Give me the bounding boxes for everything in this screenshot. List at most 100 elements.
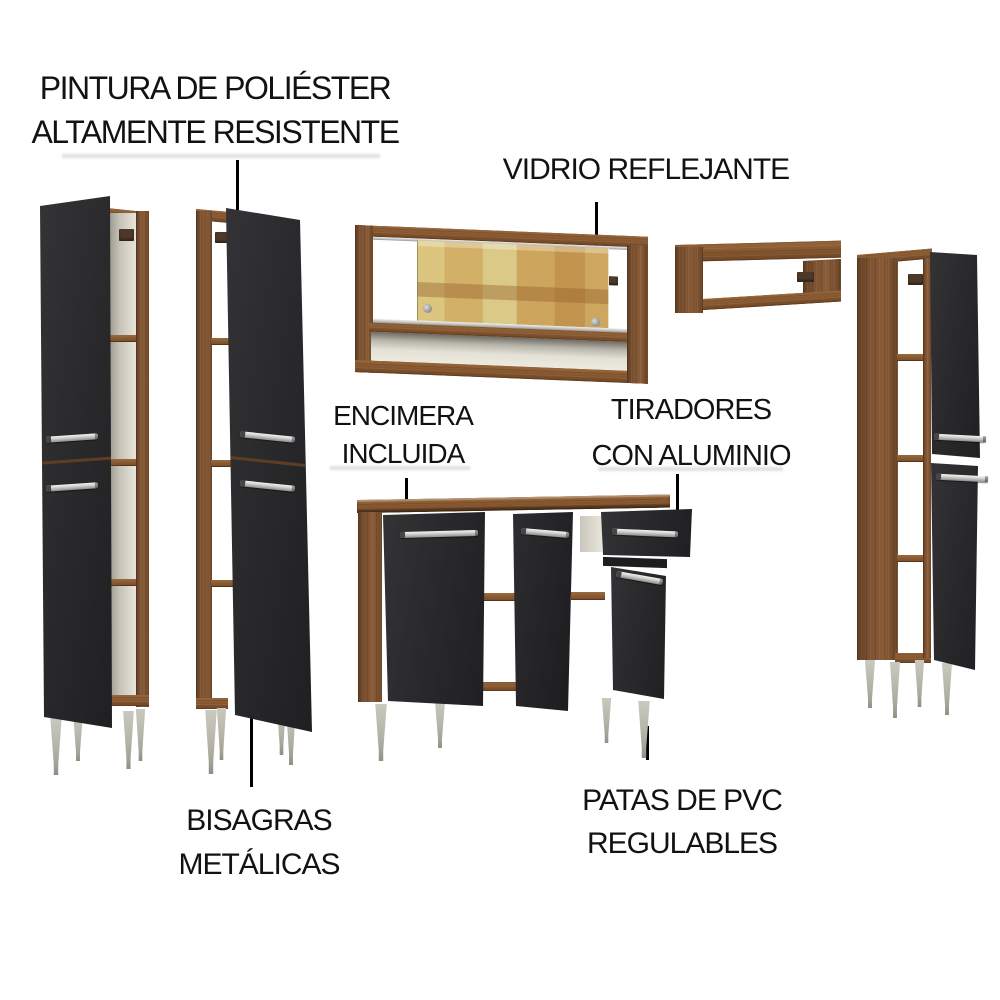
cabinet1-hinge-bracket [119, 229, 134, 241]
cabinet6-shelf [897, 455, 926, 462]
artifact-line-1 [62, 154, 380, 158]
cabinet2-leg [276, 705, 287, 755]
cabinet6-leg [864, 660, 876, 708]
cabinet6-shelf [897, 354, 926, 361]
base-cabinet-handle [399, 529, 479, 539]
cabinet1-bottom-edge [109, 695, 149, 706]
base-cabinet-leg [375, 704, 387, 761]
callout-pintura-line1: PINTURA DE POLIÉSTER [39, 70, 392, 106]
small-cabinet-side-panel [675, 247, 703, 313]
base-cabinet-leg [638, 701, 650, 758]
base-cabinet-right-door [611, 567, 666, 699]
cabinet1-door-split [41, 456, 112, 465]
tall-cabinet-left-2 [195, 200, 315, 785]
callout-vidrio-line1: VIDRIO REFLEJANTE [502, 153, 790, 186]
cabinet6-shelf [897, 555, 926, 562]
cabinet6-bottom-edge [895, 653, 931, 663]
cabinet6-leg [889, 662, 901, 718]
callout-tiradores: TIRADORES CON ALUMINIO [588, 387, 794, 479]
wall-cabinet-glass [355, 224, 650, 392]
pointer-line-patas [646, 726, 649, 760]
drawer-front-open [601, 509, 692, 557]
cabinet2-door-black [226, 208, 312, 732]
base-cabinet-side-panel [358, 512, 382, 702]
cabinet2-handle [239, 431, 296, 443]
cabinet1-side-rail [136, 211, 149, 707]
countertop [357, 494, 670, 513]
cabinet6-right-rail [923, 258, 931, 658]
cabinet6-side-panel [857, 258, 898, 660]
tall-cabinet-left-1 [35, 195, 150, 785]
pointer-line-encimera [405, 478, 408, 509]
drawer-handle [611, 528, 679, 538]
cabinet1-handle [45, 433, 99, 443]
glass-cabinet-interior-left [373, 240, 421, 320]
wall-cabinet-small [675, 240, 845, 325]
drawer-cavity-shadow [603, 556, 667, 569]
glass-door-knob [423, 303, 432, 314]
base-cabinet-handle [520, 527, 570, 539]
cabinet1-shelf [109, 579, 138, 586]
cabinet1-shelf [109, 459, 138, 466]
cabinet1-leg [123, 711, 134, 769]
tall-cabinet-right [855, 248, 989, 720]
cabinet1-shelf [109, 335, 138, 342]
cabinet6-lower-door [931, 463, 978, 670]
cabinet1-handle [45, 482, 99, 492]
cabinet2-shelf [211, 580, 234, 587]
callout-patas-line1: PATAS DE PVC [582, 784, 783, 817]
glass-door-knob [591, 317, 600, 327]
cabinet2-shelf [211, 338, 234, 345]
cabinet1-interior [109, 213, 136, 703]
callout-encimera-line1: ENCIMERA [333, 400, 474, 431]
cabinet2-handle [239, 480, 296, 492]
callout-pintura: PINTURA DE POLIÉSTER ALTAMENTE RESISTENT… [15, 66, 415, 154]
callout-patas-line2: REGULABLES [586, 827, 778, 860]
cabinet2-leg [216, 708, 227, 760]
callout-bisagras: BISAGRAS METÁLICAS [159, 799, 359, 887]
cabinet1-leg [135, 709, 146, 761]
drawer-box-side [580, 516, 602, 552]
callout-bisagras-line2: METÁLICAS [178, 848, 340, 881]
artifact-line-3 [598, 467, 783, 471]
pointer-line-vidrio [595, 202, 598, 252]
glass-sliding-door [417, 240, 609, 329]
callout-bisagras-line1: BISAGRAS [186, 804, 332, 837]
callout-vidrio: VIDRIO REFLEJANTE [496, 151, 796, 189]
small-cabinet-bracket [797, 272, 814, 282]
callout-encimera: ENCIMERA INCLUIDA [303, 397, 503, 473]
cabinet6-upper-door [930, 252, 980, 458]
callout-tiradores-line1: TIRADORES [610, 394, 772, 426]
glass-cabinet-right-rail [627, 244, 648, 384]
cabinet2-leg [205, 710, 217, 774]
callout-tiradores-line2: CON ALUMINIO [591, 440, 791, 472]
base-cabinet-with-counter [355, 494, 700, 768]
cabinet2-shelf [211, 460, 234, 467]
artifact-line-2 [330, 466, 470, 470]
base-cabinet-interior-bottom [482, 682, 520, 691]
cabinet2-hinge-bracket [215, 232, 228, 243]
base-cabinet-handle [615, 570, 664, 586]
cabinet2-leg [285, 707, 297, 765]
cabinet1-leg [72, 713, 84, 761]
cabinet2-door-split [229, 455, 307, 468]
pointer-line-bisagras [250, 701, 253, 787]
base-cabinet-shelf [480, 593, 522, 601]
base-cabinet-leg [601, 698, 612, 743]
cabinet1-leg [50, 717, 62, 775]
cabinet6-leg [914, 660, 925, 707]
callout-encimera-line2: INCLUIDA [341, 438, 466, 469]
base-cabinet-left-door [383, 512, 485, 706]
base-cabinet-center-door [513, 512, 573, 711]
cabinet1-door-black [40, 196, 112, 728]
cabinet2-bottom-edge [196, 698, 228, 709]
callout-patas: PATAS DE PVC REGULABLES [582, 779, 783, 865]
pointer-line-pintura [236, 160, 239, 222]
base-cabinet-leg [434, 701, 446, 748]
cabinet6-leg [941, 663, 953, 715]
base-cabinet-shelf [571, 592, 605, 600]
pointer-line-tiradores [676, 474, 679, 536]
callout-pintura-line2: ALTAMENTE RESISTENTE [31, 114, 400, 150]
cabinet6-hinge-bracket [908, 274, 923, 285]
